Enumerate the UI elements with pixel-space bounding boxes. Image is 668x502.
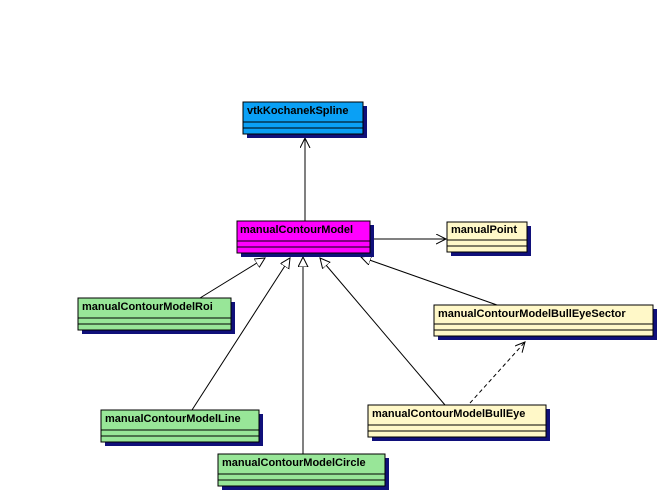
relations bbox=[191, 138, 525, 454]
class-name: manualContourModelCircle bbox=[222, 457, 366, 469]
class-manual-contour-model-roi[interactable]: manualContourModelRoi bbox=[77, 297, 235, 334]
class-manual-contour-model-bulleye[interactable]: manualContourModelBullEye bbox=[367, 404, 550, 441]
class-name: manualContourModel bbox=[240, 224, 353, 236]
inheritance-bulleye bbox=[320, 258, 446, 406]
class-manual-contour-model-circle[interactable]: manualContourModelCircle bbox=[217, 453, 389, 490]
inheritance-roi bbox=[199, 258, 265, 299]
class-name: manualContourModelLine bbox=[105, 413, 241, 425]
class-vtk-kochanek-spline[interactable]: vtkKochanekSpline bbox=[242, 101, 367, 138]
class-manual-point[interactable]: manualPoint bbox=[446, 221, 531, 256]
class-manual-contour-model-bulleye-sector[interactable]: manualContourModelBullEyeSector bbox=[433, 304, 657, 340]
class-manual-contour-model[interactable]: manualContourModel bbox=[236, 220, 374, 257]
dependency-bulleye-to-sector bbox=[469, 342, 525, 404]
inheritance-sector bbox=[361, 257, 498, 306]
class-manual-contour-model-line[interactable]: manualContourModelLine bbox=[100, 409, 263, 446]
class-name: manualContourModelBullEye bbox=[372, 408, 525, 420]
inheritance-line bbox=[191, 258, 290, 411]
class-name: vtkKochanekSpline bbox=[247, 105, 348, 117]
class-name: manualPoint bbox=[451, 224, 517, 236]
class-name: manualContourModelBullEyeSector bbox=[438, 308, 626, 320]
class-name: manualContourModelRoi bbox=[82, 301, 213, 313]
